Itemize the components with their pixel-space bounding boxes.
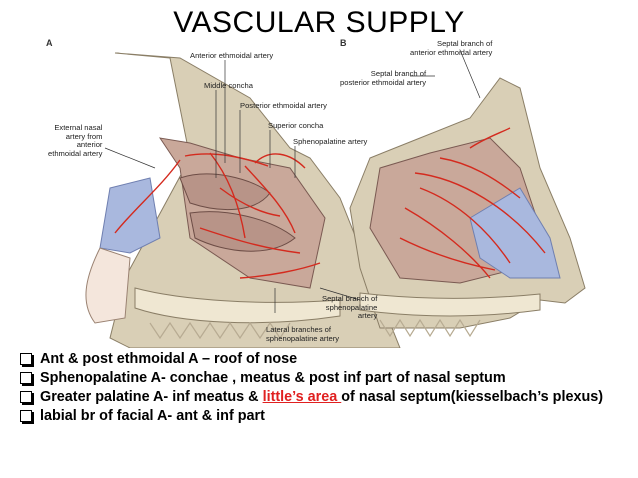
label-middle-concha: Middle concha xyxy=(204,81,253,90)
label-septal-branch-anterior-ethmoidal: Septal branch of anterior ethmoidal arte… xyxy=(410,39,493,57)
slide-title: VASCULAR SUPPLY xyxy=(173,6,465,39)
label-anterior-ethmoidal-artery: Anterior ethmoidal artery xyxy=(190,51,274,60)
label-septal-branch-posterior-ethmoidal: Septal branch of posterior ethmoidal art… xyxy=(340,69,427,87)
bullet-text-post: of nasal septum(kiesselbach’s plexus) xyxy=(341,389,604,405)
bullet-text: Sphenopalatine A- conchae , meatus & pos… xyxy=(40,370,506,386)
bullet-list: Ant & post ethmoidal A – roof of nose Sp… xyxy=(20,350,630,426)
panel-b-label: B xyxy=(340,38,347,48)
bullet-text-pre: Greater palatine A- inf meatus & xyxy=(40,389,263,405)
panel-a-label: A xyxy=(46,38,53,48)
bullet-item: Ant & post ethmoidal A – roof of nose xyxy=(20,350,630,369)
leader-lines xyxy=(104,49,481,313)
label-external-nasal-artery: External nasal artery from anterior ethm… xyxy=(48,123,103,158)
anatomy-drawing xyxy=(85,49,586,349)
bullet-text: Ant & post ethmoidal A – roof of nose xyxy=(40,351,298,367)
lateral-wall-panel xyxy=(85,52,401,349)
label-lateral-branches-sphenopalatine: Lateral branches of sphenopalatine arter… xyxy=(266,325,340,343)
label-sphenopalatine-artery: Sphenopalatine artery xyxy=(293,137,368,146)
bullet-item: Greater palatine A- inf meatus & little’… xyxy=(20,388,630,407)
label-septal-branch-sphenopalatine: Septal branch of sphenopalatine artery xyxy=(322,294,378,320)
bullet-item: Sphenopalatine A- conchae , meatus & pos… xyxy=(20,369,630,388)
checkbox-bullet-icon xyxy=(20,372,32,384)
checkbox-bullet-icon xyxy=(20,410,32,422)
label-superior-concha: Superior concha xyxy=(268,121,324,130)
bullet-item: labial br of facial A- ant & inf part xyxy=(20,407,630,426)
checkbox-bullet-icon xyxy=(20,391,32,403)
littles-area-highlight: little’s area xyxy=(262,389,342,405)
septum-panel xyxy=(349,77,586,338)
nasal-cavity-illustration: A B Anterior ethmoidal artery Middle con… xyxy=(40,38,598,349)
label-posterior-ethmoidal-artery: Posterior ethmoidal artery xyxy=(240,101,327,110)
checkbox-bullet-icon xyxy=(20,353,32,365)
bullet-text: labial br of facial A- ant & inf part xyxy=(40,408,265,424)
